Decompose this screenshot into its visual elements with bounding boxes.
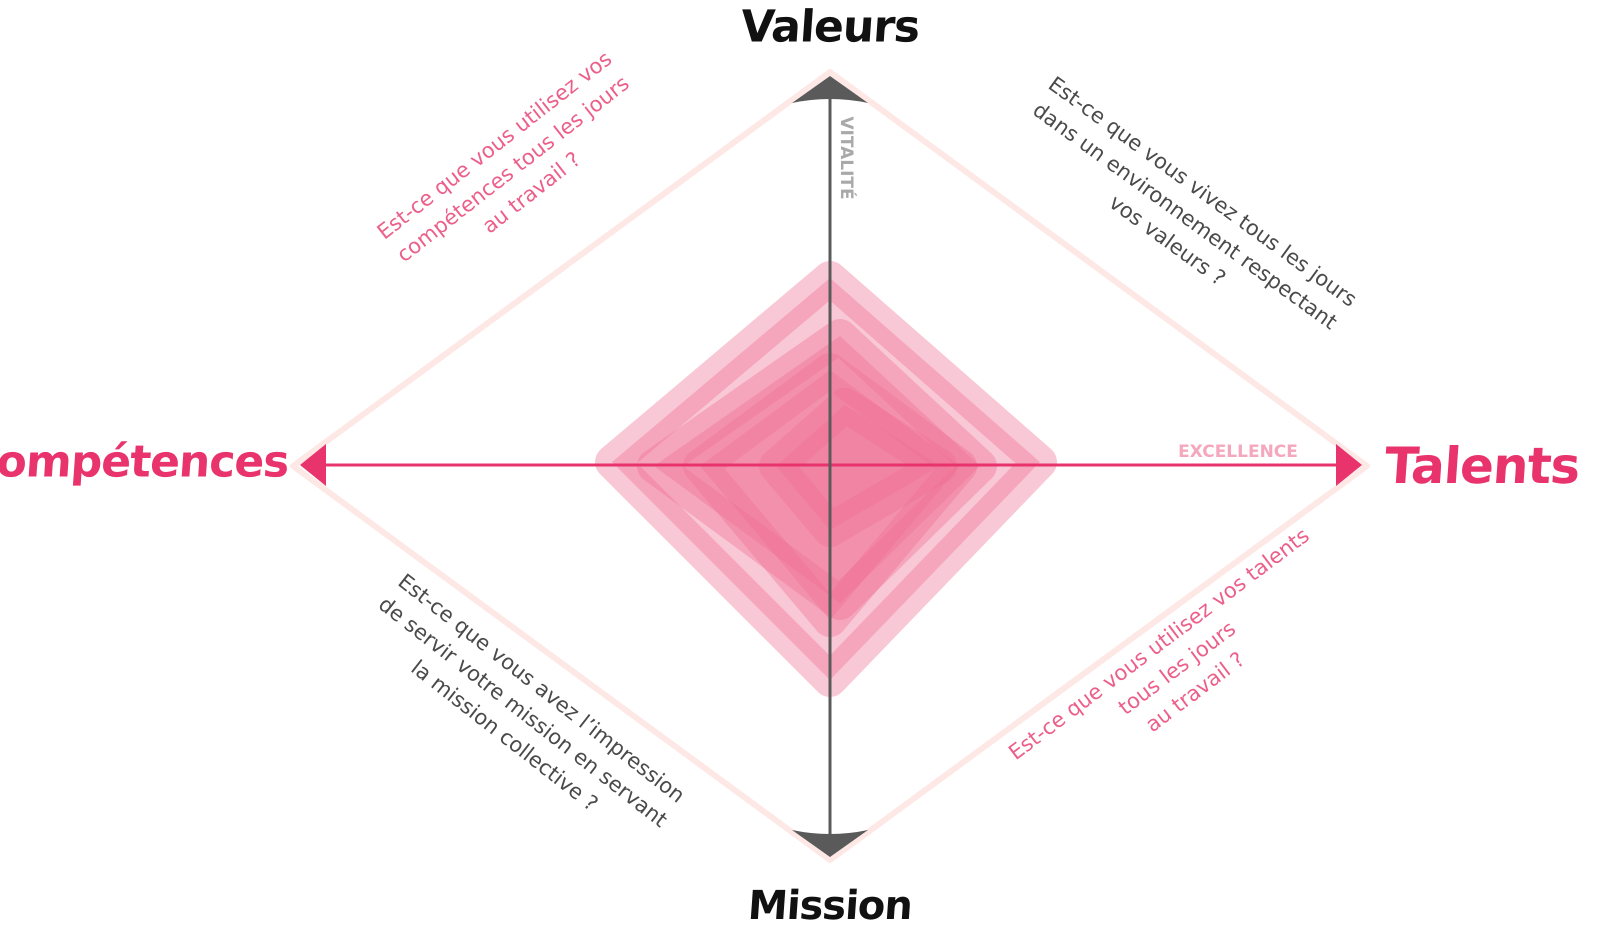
profile-shapes bbox=[595, 261, 1057, 697]
axis-label-excellence: EXCELLENCE bbox=[1178, 442, 1298, 462]
profile-shape-2 bbox=[637, 319, 997, 620]
arrow-up-icon bbox=[792, 76, 868, 103]
pole-title-top: Valeurs bbox=[738, 1, 922, 53]
axis-label-vitalite: VITALITÉ bbox=[836, 116, 856, 200]
pole-title-right: Talents bbox=[1382, 437, 1582, 495]
pole-title-left: Compétences bbox=[0, 436, 291, 488]
arrow-down-icon bbox=[792, 830, 868, 857]
arrow-right-icon bbox=[1336, 444, 1362, 486]
arrow-left-icon bbox=[300, 444, 326, 486]
outer-diamond-frame bbox=[290, 69, 1370, 863]
pole-title-bottom: Mission bbox=[746, 883, 914, 929]
